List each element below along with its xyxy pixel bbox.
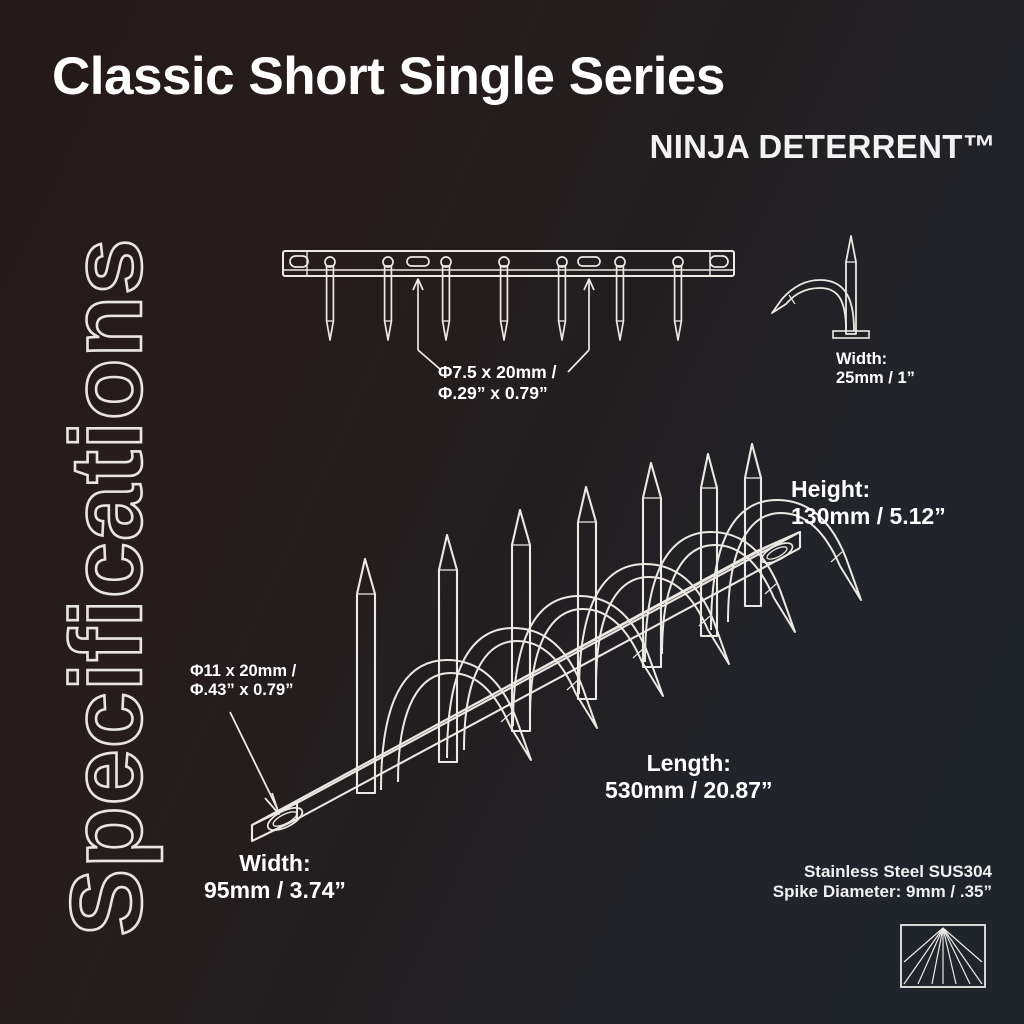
callout-base-hole: Φ11 x 20mm / Φ.43” x 0.79” [190,662,297,700]
mounting-hole [709,255,729,268]
callout-spike-width: Width: 25mm / 1” [836,350,915,388]
curved-hook-spikes [380,499,862,791]
brand-subtitle: NINJA DETERRENT™ [649,128,996,165]
callout-material: Stainless Steel SUS304 Spike Diameter: 9… [772,862,992,902]
isometric-view [229,442,862,843]
slot-hole [577,256,601,267]
spike-profile-view [771,235,870,339]
straight-spikes [355,442,763,795]
callout-height: Height: 130mm / 5.12” [791,476,946,530]
callout-length: Length: 530mm / 20.87” [605,750,773,804]
callout-slot-hole: Φ7.5 x 20mm / Φ.29” x 0.79” [438,362,557,403]
page-title: Classic Short Single Series [52,47,725,106]
slot-hole-leader-lines [412,278,595,373]
mounting-hole [289,255,309,268]
base-hole-leader-line [229,711,280,815]
brand-logo-mark [900,924,986,988]
mounting-hole [266,806,304,832]
top-plan-view [282,250,735,373]
callout-base-width: Width: 95mm / 3.74” [204,850,346,904]
slot-hole [406,256,430,267]
top-view-spikes [324,256,684,341]
